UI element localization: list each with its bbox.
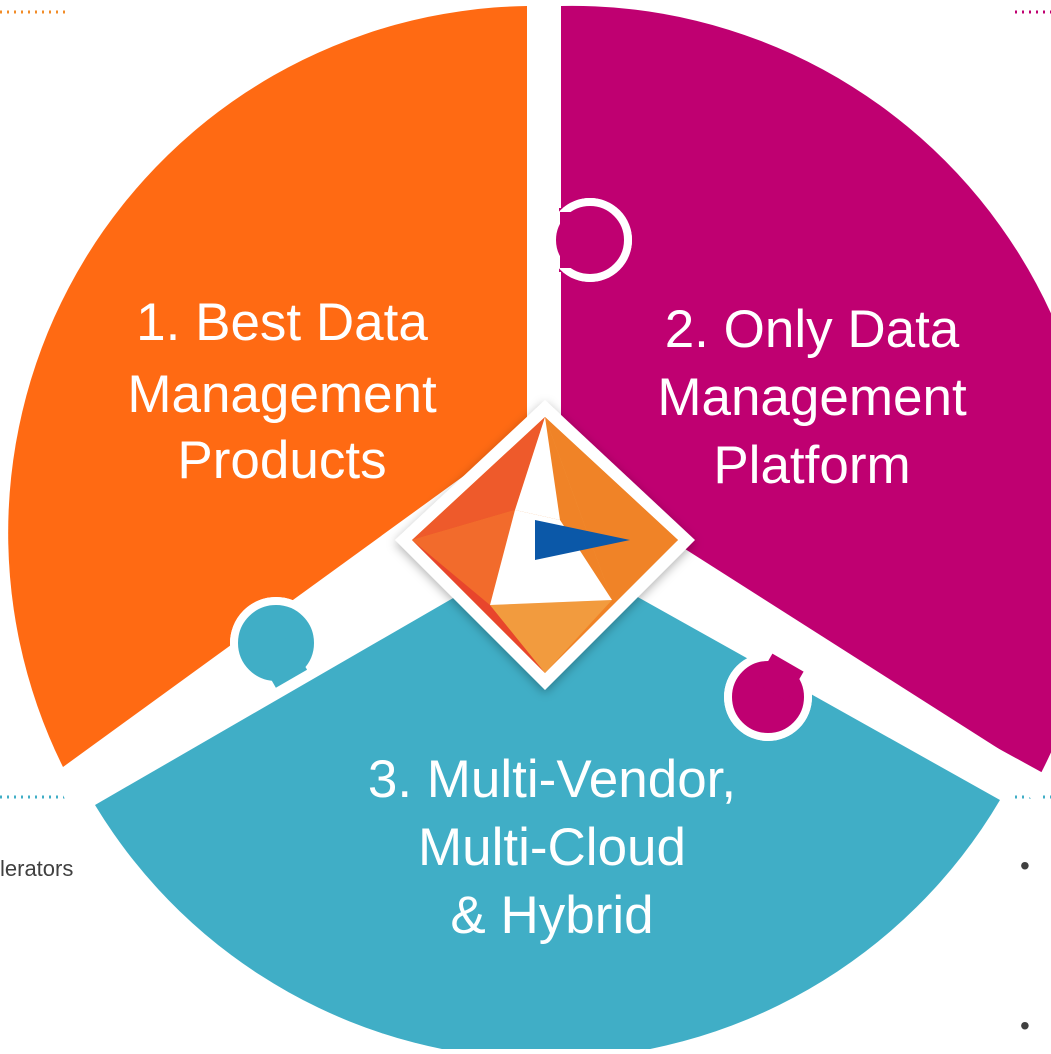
segment-2-line-1: 2. Only Data (665, 300, 960, 359)
side-text-fragment: lerators (0, 856, 74, 881)
logo-facets (412, 417, 678, 673)
segment-2-line-3: Platform (713, 436, 910, 495)
segment-2-line-2: Management (657, 368, 967, 427)
segment-1-line-3: Products (177, 431, 386, 490)
segment-3-line-2: Multi-Cloud (418, 818, 686, 877)
segment-1-line-2: Management (127, 365, 437, 424)
segment-best-data-management-products (8, 6, 527, 767)
bullet-right-1: • (1020, 850, 1030, 881)
bullet-right-2: • (1020, 1010, 1030, 1041)
segment-3-line-3: & Hybrid (450, 886, 653, 945)
segment-3-line-1: 3. Multi-Vendor, (368, 750, 736, 809)
segment-1-line-1: 1. Best Data (136, 293, 428, 352)
